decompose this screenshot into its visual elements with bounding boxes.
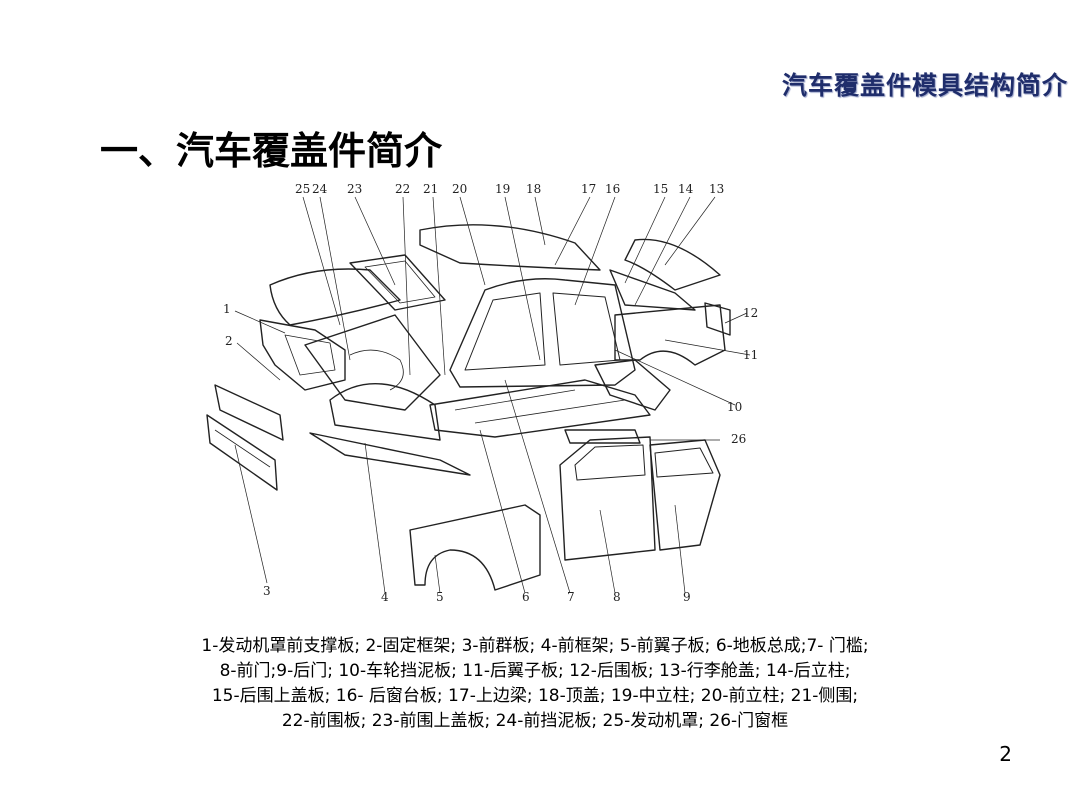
front-skirt [214, 384, 284, 441]
trunk-lid [624, 238, 721, 291]
callout-26: 26 [731, 432, 746, 446]
callout-3: 3 [263, 584, 271, 598]
front-door [559, 436, 656, 561]
rear-shelf-panel [609, 269, 696, 311]
wheel-housing [594, 359, 671, 411]
page-number: 2 [999, 742, 1012, 766]
rear-quarter-panel [614, 304, 726, 366]
caption-line: 15-后围上盖板; 16- 后窗台板; 17-上边梁; 18-顶盖; 19-中立… [211, 686, 859, 706]
callout-18: 18 [526, 182, 541, 196]
callout-2: 2 [225, 334, 233, 348]
callout-11: 11 [743, 348, 758, 362]
roof-panel [419, 224, 601, 271]
floor-assembly [429, 379, 651, 438]
callout-10: 10 [727, 400, 742, 414]
caption-line: 22-前围板; 23-前围上盖板; 24-前挡泥板; 25-发动机罩; 26-门… [281, 711, 789, 731]
callout-24: 24 [312, 182, 328, 196]
callout-9: 9 [683, 590, 691, 604]
hood-panel [269, 268, 401, 326]
front-frame [259, 319, 346, 391]
car-body-exploded-diagram: 1 2 3 4 5 6 7 8 9 10 11 12 13 14 15 16 1… [195, 175, 785, 605]
callout-5: 5 [436, 590, 444, 604]
cowl-top-panel [349, 254, 446, 311]
callout-22: 22 [395, 182, 410, 196]
page-title: 一、汽车覆盖件简介 [100, 129, 443, 173]
callout-19: 19 [495, 182, 510, 196]
front-fender [409, 504, 541, 591]
rear-panel [704, 302, 731, 336]
callout-20: 20 [452, 182, 467, 196]
callout-14: 14 [678, 182, 694, 196]
callout-7: 7 [567, 590, 575, 604]
callout-16: 16 [605, 182, 620, 196]
callout-13: 13 [709, 182, 724, 196]
front-sill [309, 432, 471, 476]
callout-25: 25 [295, 182, 310, 196]
caption-line: 8-前门;9-后门; 10-车轮挡泥板; 11-后翼子板; 12-后围板; 13… [219, 661, 851, 681]
front-valance [206, 414, 278, 491]
door-window-frame [564, 429, 641, 444]
side-body-frame [449, 278, 636, 388]
callout-8: 8 [613, 590, 621, 604]
callout-15: 15 [653, 182, 668, 196]
header-title: 汽车覆盖件模具结构简介 [781, 71, 1068, 100]
callout-17: 17 [581, 182, 596, 196]
figure-caption: 1-发动机罩前支撑板; 2-固定框架; 3-前群板; 4-前框架; 5-前翼子板… [30, 634, 1040, 734]
callout-23: 23 [347, 182, 362, 196]
callout-4: 4 [381, 590, 389, 604]
callout-6: 6 [522, 590, 530, 604]
callout-1: 1 [223, 302, 231, 316]
callout-21: 21 [423, 182, 438, 196]
rear-door [649, 439, 721, 551]
caption-line: 1-发动机罩前支撑板; 2-固定框架; 3-前群板; 4-前框架; 5-前翼子板… [201, 636, 869, 656]
front-apron [304, 314, 441, 411]
callout-12: 12 [743, 306, 758, 320]
